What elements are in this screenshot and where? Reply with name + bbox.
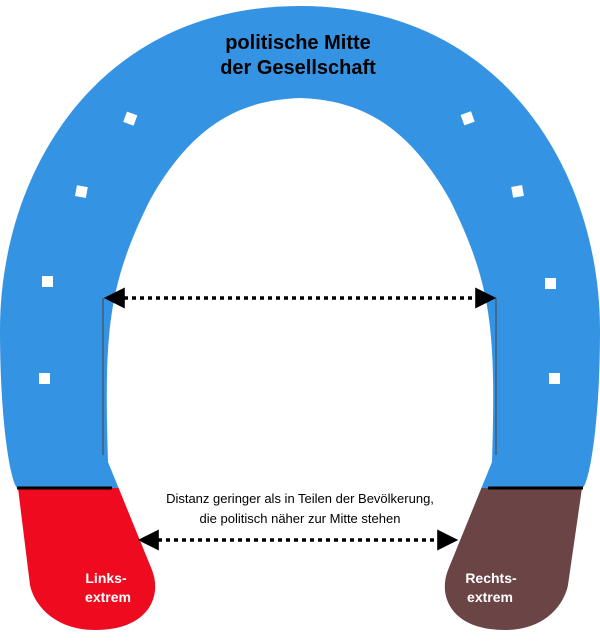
nail-hole: [42, 276, 53, 287]
distance-note-line-1: Distanz geringer als in Teilen der Bevöl…: [166, 491, 434, 506]
nail-hole: [39, 373, 50, 384]
nail-holes: [39, 111, 560, 384]
title-line-2: der Gesellschaft: [220, 57, 376, 79]
horseshoe-right-extreme-section: [444, 488, 582, 630]
horseshoe-left-extreme-section: [18, 488, 156, 630]
nail-hole: [545, 278, 556, 289]
right-extreme-label-line-2: extrem: [467, 589, 513, 605]
horseshoe-left-center-section: [0, 6, 300, 488]
nail-hole: [460, 111, 475, 126]
horseshoe-right-center-section: [300, 6, 600, 488]
title-line-1: politische Mitte: [225, 32, 371, 54]
distance-note-line-2: die politisch näher zur Mitte stehen: [200, 511, 401, 526]
nail-hole: [511, 185, 524, 198]
left-extreme-label-line-2: extrem: [85, 589, 131, 605]
right-extreme-label-line-1: Rechts-: [465, 570, 517, 586]
left-extreme-label-line-1: Links-: [85, 570, 127, 586]
nail-hole: [549, 373, 560, 384]
nail-hole: [75, 185, 88, 198]
nail-hole: [123, 111, 138, 126]
